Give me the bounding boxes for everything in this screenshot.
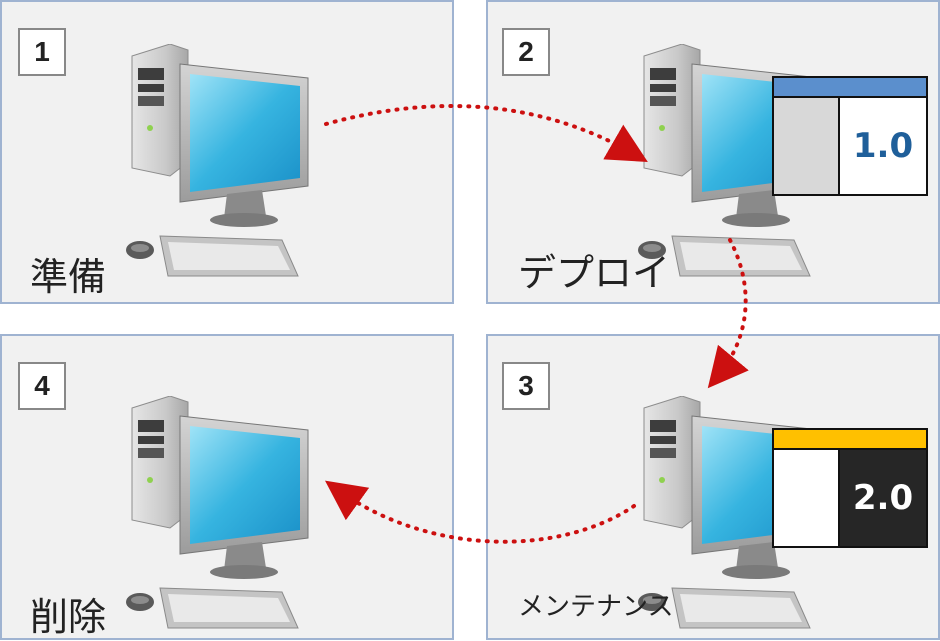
step-label-maintenance: メンテナンス	[518, 592, 674, 622]
window-titlebar	[774, 430, 926, 450]
step-label-deploy: デプロイ	[518, 251, 671, 295]
app-window-version-1: 1.0	[772, 76, 928, 196]
step-number-2: 2	[502, 28, 550, 76]
window-titlebar	[774, 78, 926, 98]
step-panel-delete: 4 削除	[0, 334, 454, 640]
step-panel-prepare: 1 準備	[0, 0, 454, 304]
step-panel-deploy: 2 1.0 デプロイ	[486, 0, 940, 304]
window-left-pane	[774, 98, 840, 194]
window-left-pane	[774, 450, 840, 546]
step-number-3: 3	[502, 362, 550, 410]
arrow-prepare-to-deploy	[324, 103, 648, 162]
version-label: 1.0	[840, 98, 926, 194]
step-number-4: 4	[18, 362, 66, 410]
app-window-version-2: 2.0	[772, 428, 928, 548]
step-number-1: 1	[18, 28, 66, 76]
step-label-prepare: 準備	[30, 255, 107, 299]
version-label: 2.0	[840, 450, 926, 546]
step-label-delete: 削除	[30, 595, 107, 639]
arrow-maintenance-to-delete	[324, 480, 636, 544]
arrow-deploy-to-maintenance	[707, 238, 749, 389]
